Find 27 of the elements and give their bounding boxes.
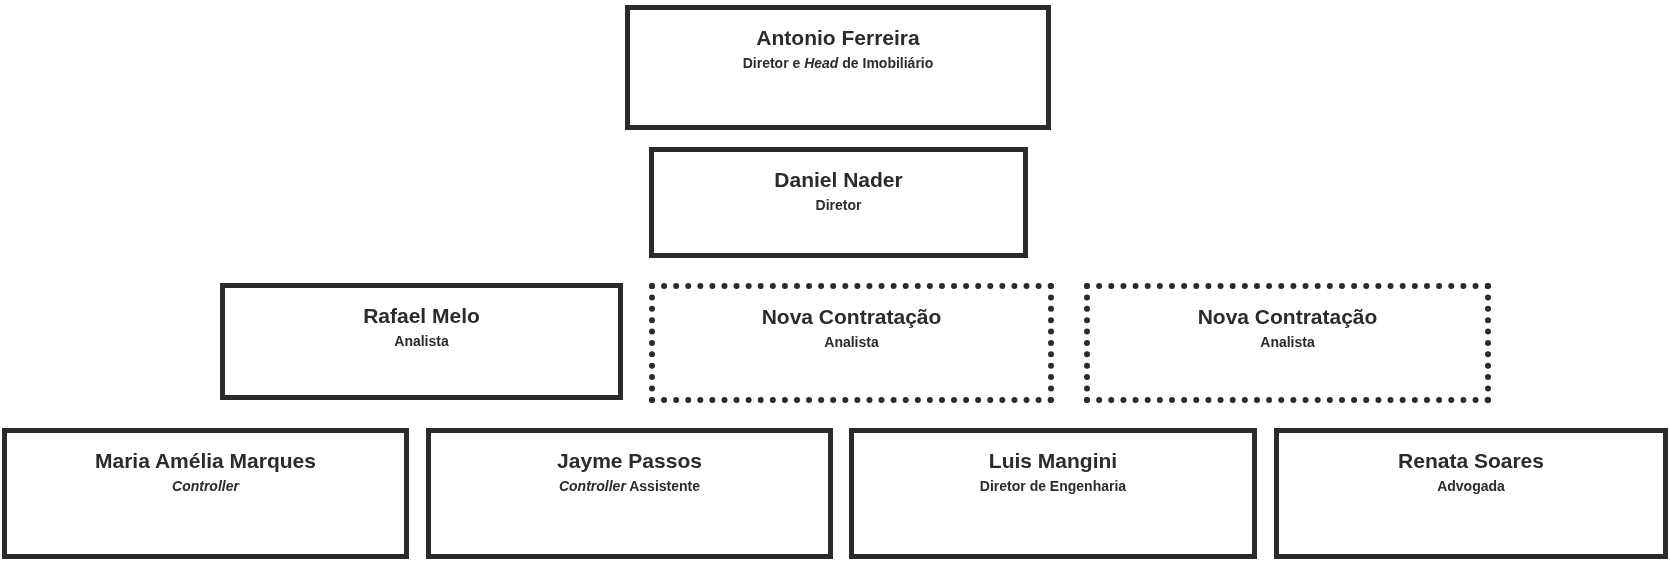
person-name: Luis Mangini [987,449,1119,473]
person-box [649,147,1028,258]
person-name: Nova Contratação [1196,305,1379,329]
job-title: Analista [823,334,880,350]
job-title: Advogada [1436,478,1506,494]
job-title: Analista [1259,334,1316,350]
vacancy-box [1084,283,1491,403]
job-title: Controller [171,478,241,494]
person-box [220,283,623,400]
job-title: Analista [393,333,450,349]
person-box [426,428,833,559]
person-box [849,428,1257,559]
person-name: Antonio Ferreira [755,26,921,50]
job-title: Diretor [814,197,863,213]
job-title: Diretor e Head de Imobiliário [741,55,935,71]
person-name: Rafael Melo [362,304,481,328]
person-box [2,428,409,559]
job-title: Controller Assistente [557,478,702,494]
person-name: Jayme Passos [556,449,703,473]
person-name: Maria Amélia Marques [94,449,317,473]
vacancy-box [649,283,1054,403]
person-name: Nova Contratação [760,305,943,329]
person-name: Renata Soares [1397,449,1545,473]
person-box [1274,428,1668,559]
job-title: Diretor de Engenharia [978,478,1128,494]
person-name: Daniel Nader [773,168,904,192]
person-box [625,5,1051,130]
